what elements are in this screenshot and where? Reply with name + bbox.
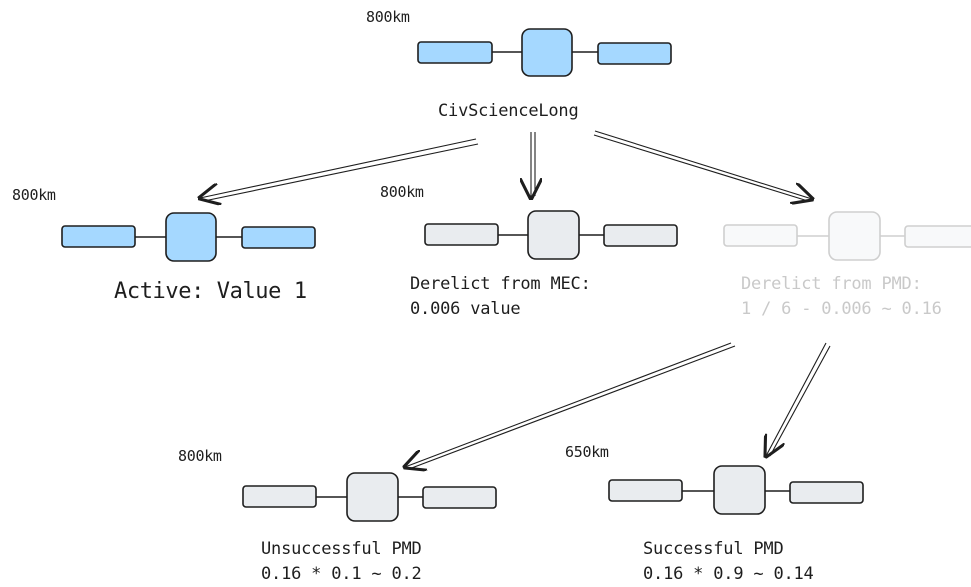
solar-panel-right [904,225,971,248]
arrow-to-successful-pmd [766,342,831,456]
solar-panel-left [242,485,317,508]
satellite-body [165,212,217,262]
unsuccessful-pmd-label: Unsuccessful PMD 0.16 * 0.1 ~ 0.2 [261,537,422,587]
solar-panel-right [789,481,864,504]
satellite-body [521,28,573,77]
solar-panel-right [241,226,316,249]
root-satellite-name: CivScienceLong [438,101,579,121]
arrow-to-unsuccessful-pmd [405,342,736,469]
satellite-body [828,211,881,261]
arrow-to-pmd [593,130,812,201]
unsuccessful-pmd-label-line2: 0.16 * 0.1 ~ 0.2 [261,564,422,584]
satellite-body [713,465,766,515]
pmd-label-line1: Derelict from PMD: [741,274,922,294]
solar-panel-left [417,41,493,64]
solar-panel-left [723,224,798,247]
satellite-root [417,28,672,77]
solar-panel-right [597,42,672,65]
arrow-to-active [200,138,479,201]
solar-panel-left [424,223,499,246]
successful-pmd-label: Successful PMD 0.16 * 0.9 ~ 0.14 [643,537,814,587]
altitude-label-unsuccessful-pmd: 800km [178,447,222,465]
satellite-body [527,210,580,260]
solar-panel-left [608,479,683,502]
solar-panel-left [61,225,136,248]
satellite-pmd [723,211,971,261]
altitude-label-successful-pmd: 650km [565,443,609,461]
mec-label: Derelict from MEC: 0.006 value [410,272,591,322]
altitude-label-root: 800km [366,8,410,26]
pmd-label-line2: 1 / 6 - 0.006 ~ 0.16 [741,299,942,319]
satellite-mec [424,210,678,260]
unsuccessful-pmd-label-line1: Unsuccessful PMD [261,539,422,559]
pmd-label: Derelict from PMD: 1 / 6 - 0.006 ~ 0.16 [741,272,942,322]
successful-pmd-label-line1: Successful PMD [643,539,784,559]
satellite-active [61,212,316,262]
mec-label-line2: 0.006 value [410,299,521,319]
solar-panel-right [603,224,678,247]
solar-panel-right [422,486,497,509]
altitude-label-active: 800km [12,186,56,204]
satellite-successful-pmd [608,465,864,515]
satellite-unsuccessful-pmd [242,472,497,522]
successful-pmd-label-line2: 0.16 * 0.9 ~ 0.14 [643,564,814,584]
mec-label-line1: Derelict from MEC: [410,274,591,294]
arrow-to-mec [531,132,535,198]
active-label: Active: Value 1 [114,279,307,304]
satellite-body [346,472,399,522]
altitude-label-mec: 800km [380,183,424,201]
